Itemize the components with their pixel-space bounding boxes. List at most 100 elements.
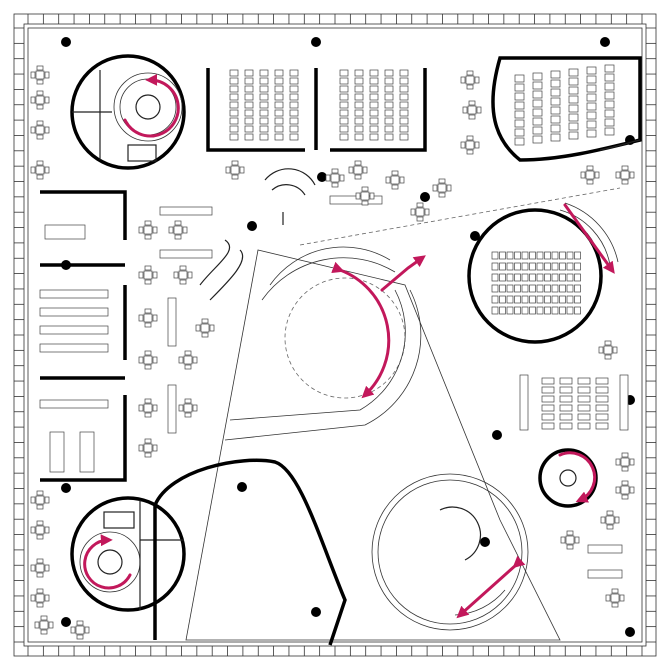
column <box>492 430 502 440</box>
desk <box>595 395 609 403</box>
seat <box>289 109 299 117</box>
seat <box>559 251 566 260</box>
seat <box>532 81 543 90</box>
seat <box>521 284 529 293</box>
seat <box>244 69 254 77</box>
desk <box>541 404 555 412</box>
seat <box>532 90 543 99</box>
desk <box>559 377 573 385</box>
seat <box>529 295 536 304</box>
seat <box>551 273 559 282</box>
seat <box>384 109 394 117</box>
counter <box>167 384 177 434</box>
seat <box>566 284 574 293</box>
seat <box>384 117 394 125</box>
table <box>49 431 65 473</box>
desk-row <box>39 289 109 299</box>
seat <box>229 133 239 141</box>
column <box>480 537 490 547</box>
seat <box>491 251 499 260</box>
seat <box>354 125 364 133</box>
desk <box>541 377 555 385</box>
seat <box>259 117 269 125</box>
seat <box>521 295 529 304</box>
desk <box>559 422 573 430</box>
seat <box>259 101 269 109</box>
seat <box>399 117 409 125</box>
desk-row <box>39 343 109 353</box>
seat <box>274 133 284 141</box>
table-group <box>138 308 158 328</box>
seat <box>544 284 551 293</box>
seat <box>506 251 514 260</box>
structural-columns <box>61 37 635 637</box>
seat <box>568 95 579 104</box>
desk <box>559 395 573 403</box>
seat <box>274 101 284 109</box>
meeting-table <box>44 224 86 240</box>
seat <box>354 109 364 117</box>
desk <box>559 404 573 412</box>
table-group <box>462 100 482 120</box>
seat <box>586 84 597 93</box>
seat <box>586 102 597 111</box>
table-group <box>560 530 580 550</box>
seat <box>289 93 299 101</box>
seat <box>532 126 543 135</box>
desk <box>595 377 609 385</box>
seat <box>399 69 409 77</box>
table-group <box>605 588 625 608</box>
seat <box>259 69 269 77</box>
seat <box>499 273 506 282</box>
seat <box>289 125 299 133</box>
table-group <box>30 65 50 85</box>
seat <box>499 295 506 304</box>
seat <box>532 99 543 108</box>
core-northwest <box>70 54 186 170</box>
seat <box>289 117 299 125</box>
seat <box>550 97 561 106</box>
seat <box>399 133 409 141</box>
seat <box>568 113 579 122</box>
seat <box>514 137 525 146</box>
seat <box>499 306 506 315</box>
counter <box>167 297 177 347</box>
seat <box>536 251 544 260</box>
seat <box>550 79 561 88</box>
table-group <box>138 398 158 418</box>
seat <box>514 295 521 304</box>
curved-wall-south <box>153 458 347 646</box>
seat <box>244 117 254 125</box>
seat <box>514 273 521 282</box>
seat <box>259 77 269 85</box>
seat <box>399 93 409 101</box>
table-group <box>598 340 618 360</box>
seat <box>559 295 566 304</box>
seat <box>399 125 409 133</box>
column <box>311 607 321 617</box>
column <box>247 221 257 231</box>
seat <box>514 101 525 110</box>
seat <box>550 124 561 133</box>
seat <box>551 262 559 271</box>
seat <box>369 85 379 93</box>
seat <box>399 77 409 85</box>
seat <box>568 104 579 113</box>
table-group <box>138 265 158 285</box>
seat <box>339 125 349 133</box>
seat <box>604 109 615 118</box>
seat <box>521 306 529 315</box>
seat <box>274 93 284 101</box>
table-group <box>615 480 635 500</box>
seat <box>354 101 364 109</box>
seat <box>491 262 499 271</box>
seat <box>259 125 269 133</box>
seat <box>399 109 409 117</box>
seat <box>551 306 559 315</box>
column <box>625 627 635 637</box>
table-group <box>580 165 600 185</box>
seat <box>566 273 574 282</box>
seat <box>521 262 529 271</box>
column <box>470 231 480 241</box>
desk <box>577 413 591 421</box>
